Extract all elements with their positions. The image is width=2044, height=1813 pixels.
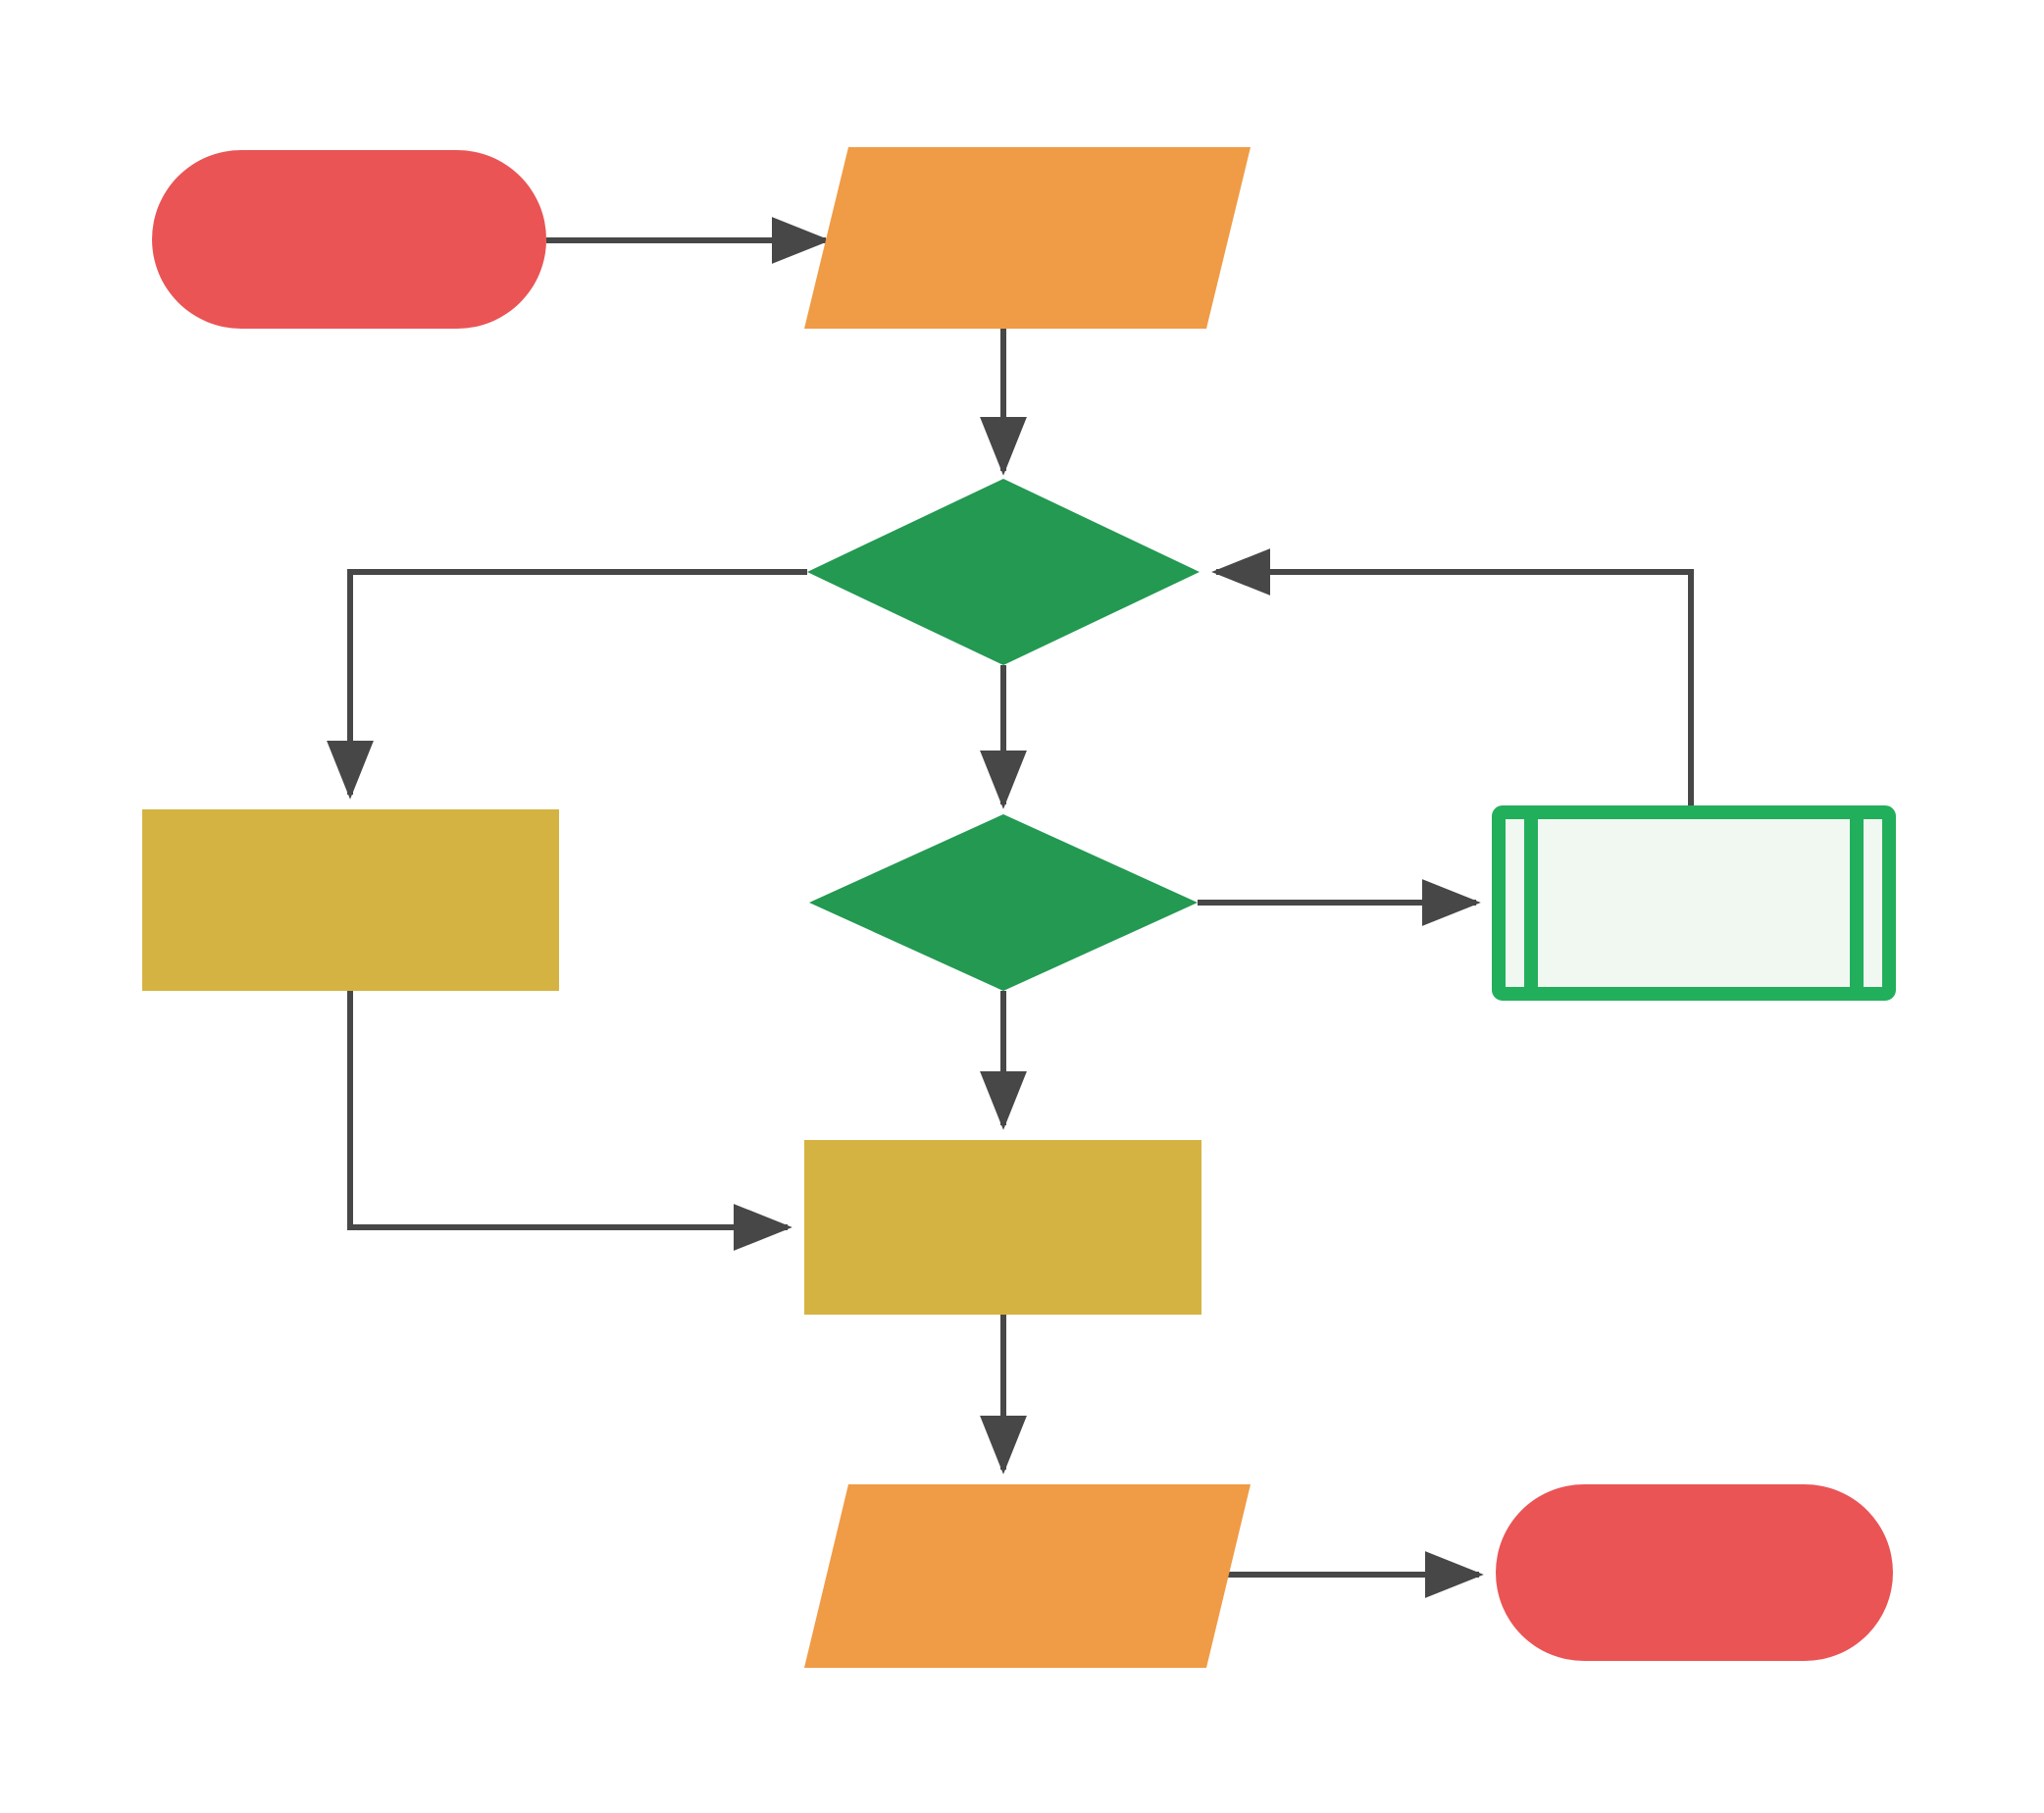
predefined-process-outline [1492, 805, 1896, 1001]
terminator-shape [1496, 1484, 1893, 1661]
node-process-center[interactable] [804, 1140, 1201, 1315]
edges-layer [327, 217, 1694, 1598]
edge-e-processleft-processcenter [347, 991, 792, 1251]
node-process-left[interactable] [142, 809, 559, 991]
node-start[interactable] [152, 150, 546, 329]
terminator-shape [152, 150, 546, 329]
rectangle-shape [142, 809, 559, 991]
node-predefined-process[interactable] [1492, 805, 1896, 1001]
diamond-shape [809, 814, 1198, 991]
node-input[interactable] [804, 147, 1251, 329]
node-decision-2[interactable] [809, 814, 1198, 991]
node-decision-1[interactable] [807, 479, 1200, 665]
diamond-shape [807, 479, 1200, 665]
edge-e-predefined-decision1 [1211, 548, 1694, 805]
rectangle-shape [804, 1140, 1201, 1315]
parallelogram-shape [804, 147, 1251, 329]
node-end[interactable] [1496, 1484, 1893, 1661]
nodes-layer [142, 147, 1896, 1668]
node-output[interactable] [804, 1484, 1251, 1668]
edge-e-decision1-processleft [327, 569, 807, 800]
parallelogram-shape [804, 1484, 1251, 1668]
